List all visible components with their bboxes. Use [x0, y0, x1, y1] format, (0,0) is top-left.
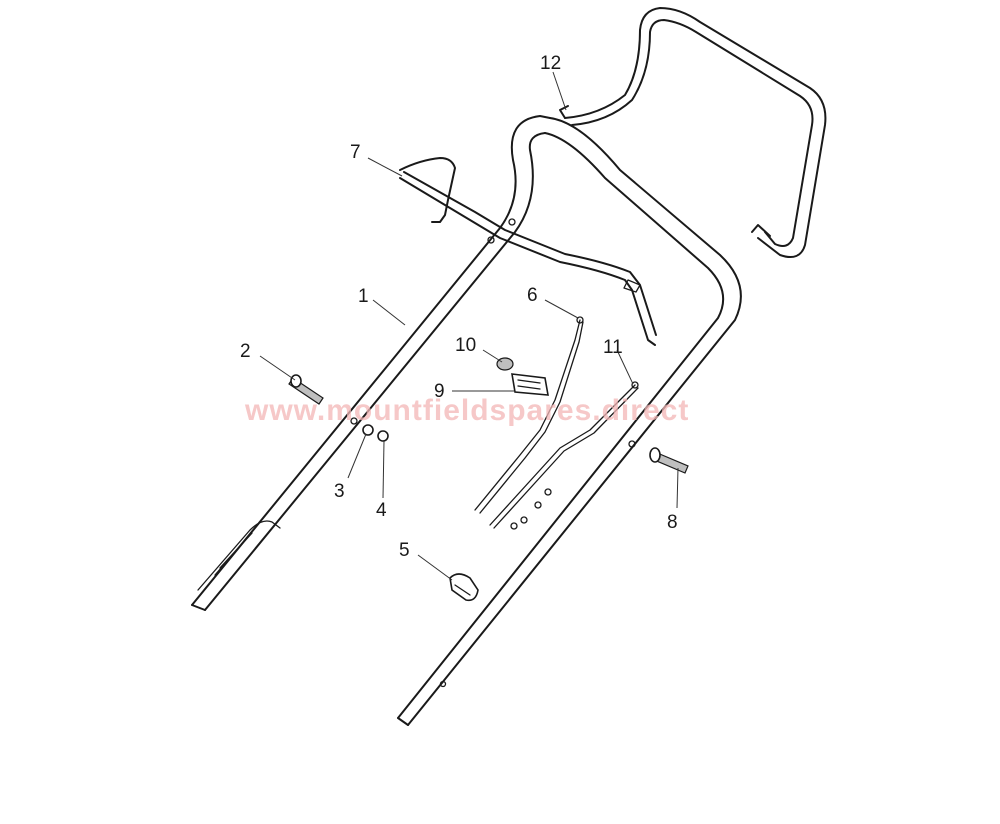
part-12-control-bail: [559, 7, 827, 258]
part-9-cable-guide: [511, 373, 549, 396]
callout-12: 12: [540, 53, 561, 74]
part-1-handle-frame: [191, 115, 742, 726]
part-8-bolt: [649, 447, 689, 474]
callout-6: 6: [527, 285, 538, 306]
leader-lines: [259, 71, 679, 581]
part-3-washer: [362, 424, 374, 436]
callout-5: 5: [399, 540, 410, 561]
part-11-cable: [489, 381, 639, 530]
callout-10: 10: [455, 335, 476, 356]
part-7-lower-bar: [399, 157, 657, 346]
part-2-bolt: [288, 374, 324, 405]
watermark-text: www.mountfieldspares.direct: [244, 394, 689, 427]
callout-7: 7: [350, 142, 361, 163]
callout-9: 9: [434, 381, 445, 402]
callout-2: 2: [240, 341, 251, 362]
part-6-control-cable: [474, 316, 584, 514]
callout-3: 3: [334, 481, 345, 502]
part-4-nut: [377, 430, 389, 442]
callout-11: 11: [603, 337, 623, 358]
callout-4: 4: [376, 500, 387, 521]
callouts: 1 2 3 4 5 6 7 8 9 10 11 12: [240, 53, 678, 561]
callout-1: 1: [358, 286, 369, 307]
callout-8: 8: [667, 512, 678, 533]
part-5-cable-clip: [449, 573, 479, 602]
